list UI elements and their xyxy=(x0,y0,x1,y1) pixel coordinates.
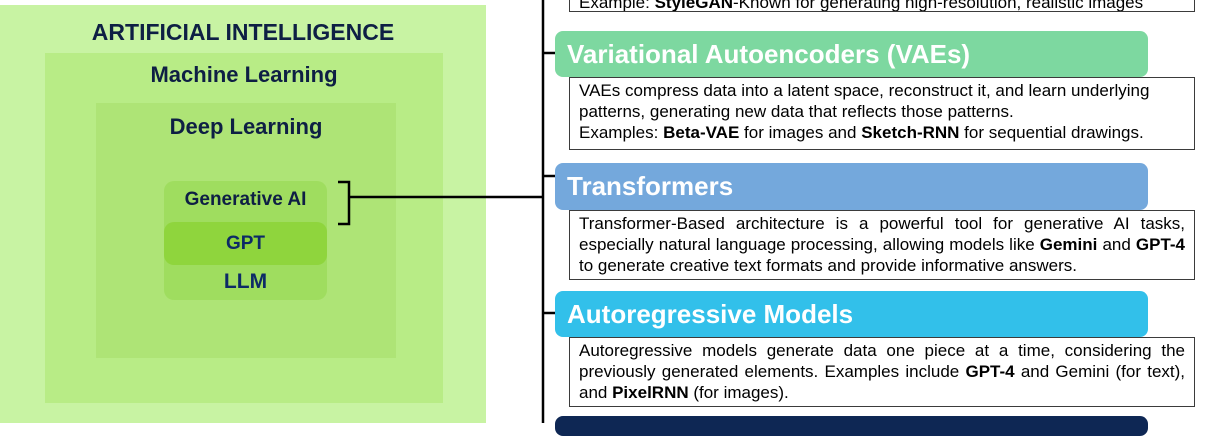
gan-example-text: -Known for generating high-resolution, r… xyxy=(733,0,1144,12)
autoregressive-title: Autoregressive Models xyxy=(567,298,854,329)
dl-label: Deep Learning xyxy=(169,114,323,139)
transformers-gemini: Gemini xyxy=(1039,235,1098,254)
vae-desc-line2: patterns, generating new data that refle… xyxy=(579,102,1014,121)
transformers-text-2: and xyxy=(1097,235,1136,254)
autoregressive-description: Autoregressive models generate data one … xyxy=(569,337,1195,407)
gpt-region: GPT xyxy=(164,222,327,265)
autoregressive-gpt4: GPT-4 xyxy=(965,362,1015,381)
vae-title: Variational Autoencoders (VAEs) xyxy=(567,38,971,69)
ai-label: ARTIFICIAL INTELLIGENCE xyxy=(91,18,395,45)
llm-label: LLM xyxy=(223,270,268,293)
gpt-label: GPT xyxy=(225,232,266,254)
connector-lines xyxy=(338,0,556,423)
vae-example-sketch-rnn: Sketch-RNN xyxy=(861,123,960,142)
gan-description: Example: StyleGAN-Known for generating h… xyxy=(569,0,1195,12)
autoregressive-text-2: and Gemini (for text), and xyxy=(579,362,1186,402)
vae-examples: Examples: Beta-VAE for images and Sketch… xyxy=(579,122,1185,143)
transformers-gpt4: GPT-4 xyxy=(1135,235,1186,254)
vae-header: Variational Autoencoders (VAEs) xyxy=(555,31,1148,77)
vae-example-beta-vae: Beta-VAE xyxy=(663,123,740,142)
transformers-title: Transformers xyxy=(567,171,734,201)
vae-desc-line1: VAEs compress data into a latent space, … xyxy=(579,81,1150,100)
ml-label: Machine Learning xyxy=(150,62,338,87)
next-section-header xyxy=(555,416,1148,436)
vae-examples-end: for sequential drawings. xyxy=(959,123,1144,142)
vae-examples-prefix: Examples: xyxy=(579,123,664,142)
transformers-header: Transformers xyxy=(555,163,1148,210)
genai-label: Generative AI xyxy=(184,189,307,210)
autoregressive-text-1: Autoregressive models generate data one … xyxy=(579,341,1185,381)
autoregressive-pixelrnn: PixelRNN xyxy=(612,383,689,402)
autoregressive-header: Autoregressive Models xyxy=(555,291,1148,337)
bracket xyxy=(338,180,351,226)
gan-example-label: Example: xyxy=(579,0,655,12)
vae-description: VAEs compress data into a latent space, … xyxy=(569,77,1195,150)
autoregressive-text-3: (for images). xyxy=(688,383,789,402)
transformers-text-1: Transformer-Based architecture is a powe… xyxy=(579,214,1185,254)
transformers-description: Transformer-Based architecture is a powe… xyxy=(569,210,1195,280)
gan-example-name: StyleGAN xyxy=(654,0,734,12)
vae-examples-mid: for images and xyxy=(739,123,862,142)
transformers-text-3: to generate creative text formats and pr… xyxy=(579,256,1077,275)
